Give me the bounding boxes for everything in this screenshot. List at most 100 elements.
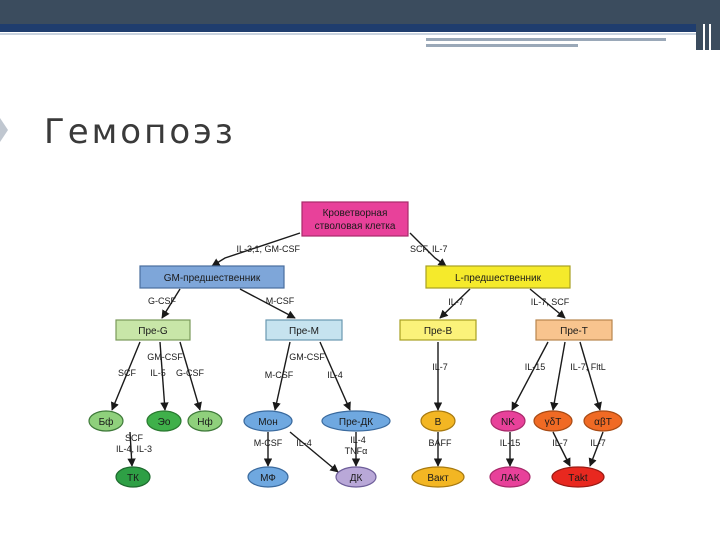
header-band — [0, 0, 720, 24]
node-tk: ТК — [115, 466, 151, 488]
node-gm: GM-предшественник — [139, 265, 285, 289]
node-mon-label: Мон — [258, 417, 278, 428]
node-prem: Пре-М — [265, 319, 343, 341]
node-eo: Эо — [146, 410, 182, 432]
edge-gm-preg — [161, 288, 181, 319]
node-preb-label: Пре-В — [424, 326, 453, 337]
edge-label-preg-gmcsf: GM-CSF — [147, 352, 183, 362]
bakt-shape — [411, 466, 465, 488]
edge-gm-prem — [239, 288, 296, 319]
node-prem-label: Пре-М — [289, 326, 319, 337]
edge-label-b-bakt: BAFF — [428, 438, 452, 448]
corner-stripe — [709, 24, 711, 50]
bf-shape — [88, 410, 124, 432]
node-bf-label: Бф — [99, 416, 114, 428]
node-bakt: Вакт — [411, 466, 465, 488]
edge-l-pret — [529, 288, 566, 319]
node-preb: Пре-В — [399, 319, 477, 341]
mf-shape — [247, 466, 289, 488]
edge-prem-mon — [272, 341, 291, 411]
edge-label-hsc-gm: IL-3,1, GM-CSF — [236, 244, 300, 254]
node-gdt-label: γδT — [545, 417, 562, 428]
edge-label-preg-nf: G-CSF — [176, 368, 205, 378]
node-hsc-line-1: Кроветворная — [323, 208, 388, 219]
edge-label-gm-preg: G-CSF — [148, 296, 177, 306]
edge-label-nk-lak: IL-15 — [500, 438, 521, 448]
node-mf-label: МФ — [260, 473, 276, 484]
edge-preg-eo — [159, 341, 169, 411]
preg-shape — [115, 319, 191, 341]
hsc-shape — [301, 201, 409, 237]
edge-label-prem-mon: M-CSF — [265, 370, 294, 380]
gdt-shape — [533, 410, 573, 432]
edge-label-predc-dk-1: IL-4 — [350, 435, 366, 445]
edge-label-bf-tk-2: IL-4, IL-3 — [116, 444, 152, 454]
node-abt-label: αβT — [594, 417, 612, 428]
node-predc: Пре-ДК — [321, 410, 391, 432]
node-nf: Нф — [187, 410, 223, 432]
node-tk-label: ТК — [127, 473, 139, 484]
node-l-label: L-предшественник — [455, 273, 542, 284]
gm-shape — [139, 265, 285, 289]
edge-preg-bf — [110, 341, 141, 411]
abt-shape — [583, 410, 623, 432]
node-dk: ДК — [335, 466, 377, 488]
slide-title: Гемопоэз — [44, 112, 236, 152]
nk-shape — [490, 410, 526, 432]
preb-shape — [399, 319, 477, 341]
edge-l-preb — [439, 288, 471, 319]
edge-hsc-gm — [211, 232, 301, 267]
node-preg-label: Пре-G — [138, 326, 168, 337]
node-tact: Тakt — [551, 466, 605, 488]
edge-label-prem-gmcsf: GM-CSF — [289, 352, 325, 362]
edge-pret-nk — [511, 341, 549, 411]
edge-label-preg-bf: SCF — [118, 368, 137, 378]
edge-pret-abt — [579, 341, 602, 411]
edge-gdt-tact — [552, 431, 571, 467]
header-rule — [0, 33, 696, 35]
edge-label-pret-nk: IL-15 — [525, 362, 546, 372]
dk-shape — [335, 466, 377, 488]
edge-preg-nf — [179, 341, 202, 411]
node-bakt-label: Вакт — [427, 473, 449, 484]
edge-prem-predc — [319, 341, 351, 411]
prem-shape — [265, 319, 343, 341]
node-pret: Пре-Т — [535, 319, 613, 341]
node-abt: αβT — [583, 410, 623, 432]
node-bf: Бф — [88, 410, 124, 432]
node-nf-label: Нф — [197, 416, 212, 428]
edge-hsc-l — [409, 232, 447, 267]
title-marker — [0, 118, 8, 142]
edge-label-pret-t: IL-7, FltL — [570, 362, 606, 372]
edge-label-l-preb: IL-7 — [448, 297, 464, 307]
node-predc-label: Пре-ДК — [339, 417, 373, 428]
header-accent-band — [0, 24, 696, 32]
edge-abt-tact — [588, 431, 604, 467]
header-corner-block — [696, 24, 720, 50]
edges — [110, 232, 604, 473]
node-dk-label: ДК — [350, 473, 363, 484]
edge-label-gdt-tact: IL-7 — [552, 438, 568, 448]
edge-label-abt-tact: IL-7 — [590, 438, 606, 448]
edge-label-predc-dk-2: TNFα — [345, 446, 368, 456]
pret-shape — [535, 319, 613, 341]
tk-shape — [115, 466, 151, 488]
edge-label-mon-dk: IL-4 — [296, 438, 312, 448]
edge-label-bf-tk-1: SCF — [125, 433, 144, 443]
node-gm-label: GM-предшественник — [164, 273, 261, 284]
eo-shape — [146, 410, 182, 432]
node-b-label: B — [435, 417, 442, 428]
edge-label-mon-mf: M-CSF — [254, 438, 283, 448]
edge-label-gm-prem: M-CSF — [266, 296, 295, 306]
edge-pret-gdt — [550, 341, 566, 411]
node-lak: ЛАК — [489, 466, 531, 488]
corner-stripe — [703, 24, 705, 50]
lak-shape — [489, 466, 531, 488]
nf-shape — [187, 410, 223, 432]
edge-mon-dk — [289, 431, 339, 473]
header-rule-short — [426, 44, 578, 47]
node-pret-label: Пре-Т — [560, 326, 588, 337]
header-rule-long — [426, 38, 666, 41]
l-shape — [425, 265, 571, 289]
